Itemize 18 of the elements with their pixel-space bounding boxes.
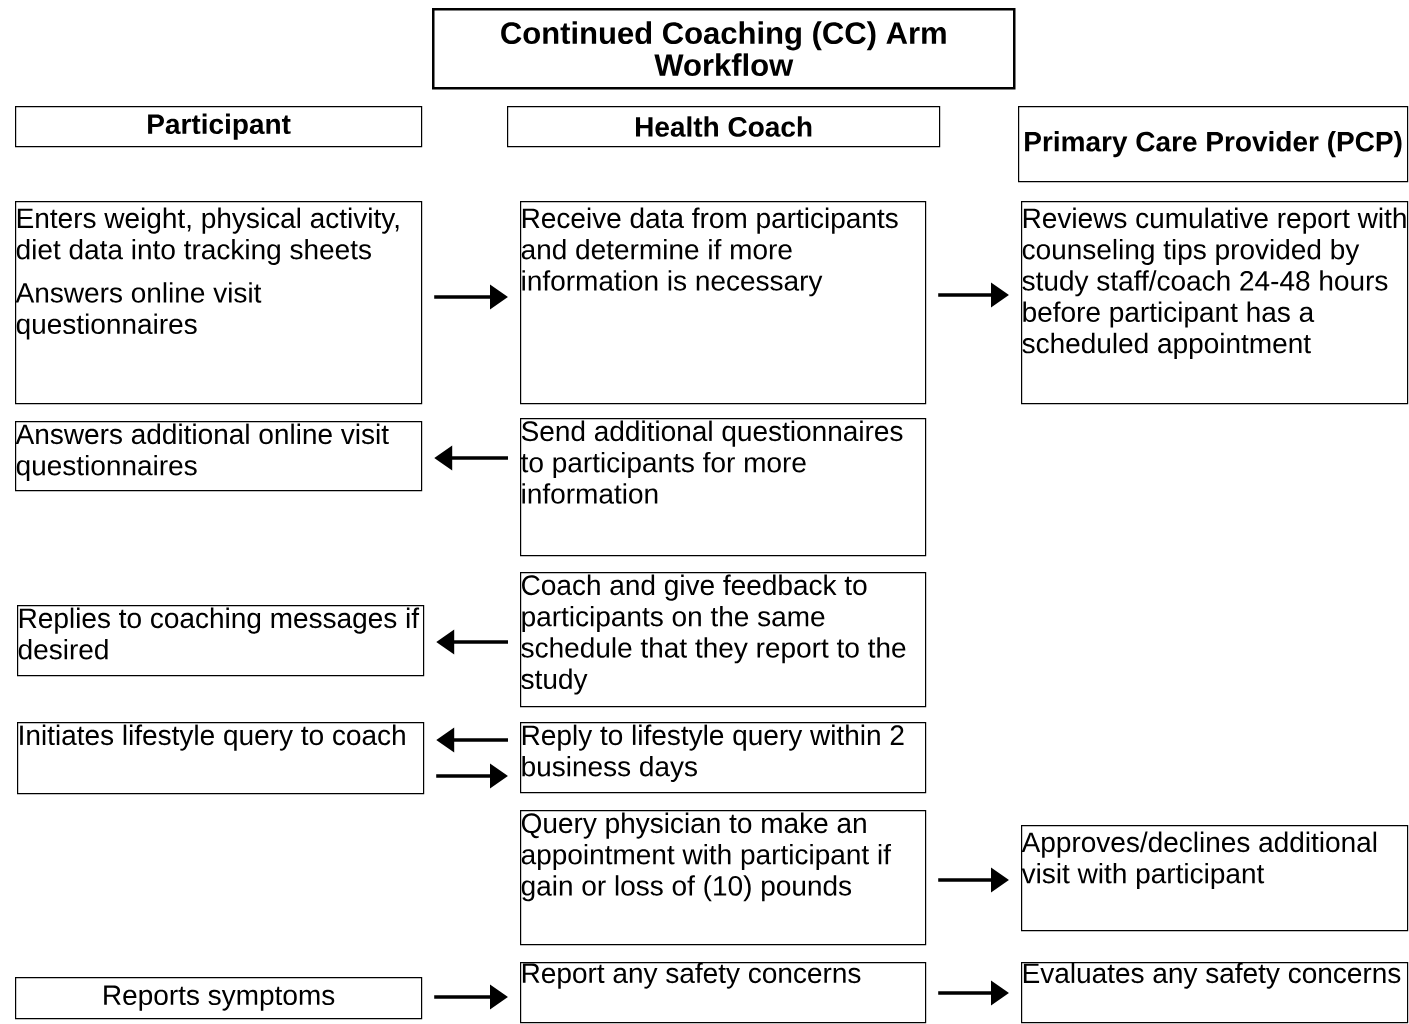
process-box: Approves/declines additional visit with participant: [1021, 825, 1409, 932]
process-box: Initiates lifestyle query to coach: [17, 722, 425, 795]
process-box: Query physician to make an appointment with participant if gain or loss of (10) pounds: [520, 810, 927, 946]
process-box: Evaluates any safety concerns: [1021, 962, 1409, 1024]
process-box: Answers additional online visit questionnaires: [15, 421, 423, 492]
process-box: Reply to lifestyle query within 2 business days: [520, 722, 927, 794]
column-header: Health Coach: [507, 106, 941, 148]
process-box: Coach and give feedback to participants on the same schedule that they report to the study: [520, 572, 927, 708]
process-box: Reports symptoms: [15, 977, 423, 1020]
process-box: Reviews cumulative report with counseling tips provided by study staff/coach 24-48 hours before participant has a scheduled appointment: [1021, 201, 1409, 405]
process-box: Send additional questionnaires to participants for more information: [520, 418, 927, 557]
process-box: Report any safety concerns: [520, 962, 927, 1024]
column-header: Primary Care Provider (PCP): [1018, 106, 1409, 183]
process-box: Receive data from participants and determine if more information is necessary: [520, 201, 927, 405]
process-box: Enters weight, physical activity, diet data into tracking sheets Answers online visit questionnaires: [15, 201, 423, 405]
title-box: Continued Coaching (CC) Arm Workflow: [432, 8, 1016, 90]
process-box: Replies to coaching messages if desired: [17, 605, 425, 677]
column-header: Participant: [15, 106, 423, 148]
